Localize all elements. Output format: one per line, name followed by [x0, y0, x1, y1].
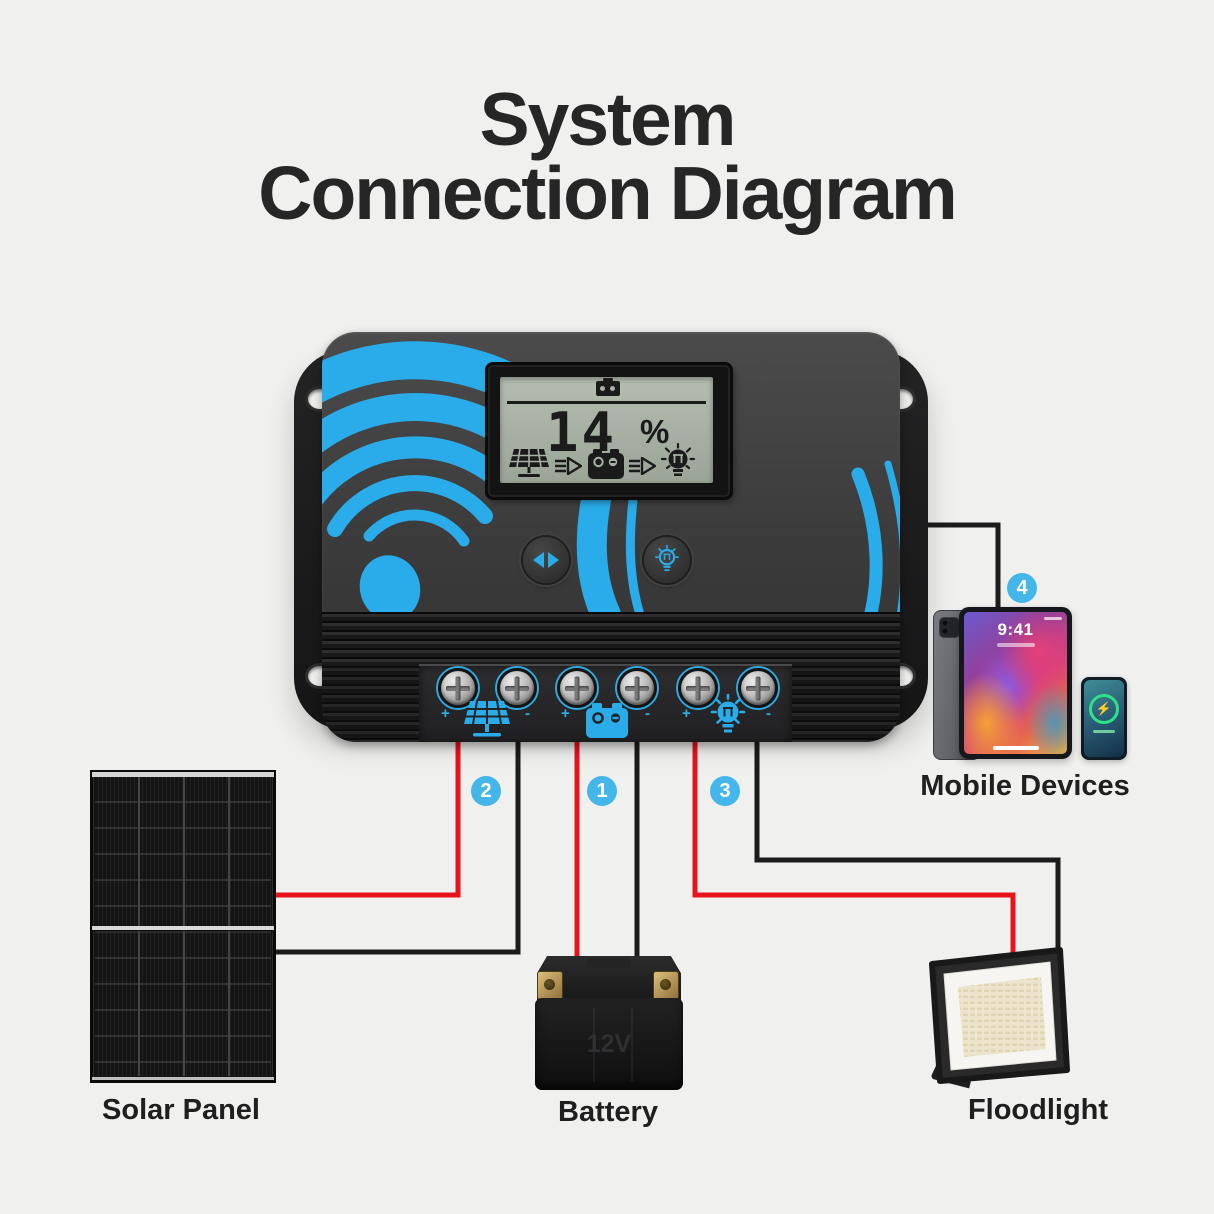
- polarity-sign: -: [766, 705, 771, 722]
- terminal-strip: + - + - + -: [419, 664, 792, 742]
- battery-level-icon: [596, 378, 620, 396]
- battery-terminal-positive: [537, 971, 563, 1000]
- vent-ribs-left: [322, 666, 419, 742]
- battery-seam: [593, 1008, 595, 1082]
- floodlight-device: [929, 947, 1070, 1089]
- wire-solar-negative: [272, 738, 521, 955]
- badge-1-battery: 1: [587, 776, 617, 806]
- screw-icon: [441, 671, 475, 705]
- lcd-display: 14 %: [488, 365, 730, 497]
- tablet-device: 9:41: [959, 607, 1072, 759]
- screw-icon: [560, 671, 594, 705]
- badge-3-load: 3: [710, 776, 740, 806]
- page-title: System Connection Diagram: [0, 77, 1214, 235]
- polarity-sign: +: [441, 705, 450, 722]
- badge-4-mobile: 4: [1007, 573, 1037, 603]
- polarity-sign: -: [525, 705, 530, 722]
- solar-panel-device: [90, 770, 276, 1083]
- light-bulb-icon: [655, 545, 679, 572]
- status-icons: [1044, 617, 1062, 620]
- battery-terminal-negative: [653, 971, 679, 1000]
- percent-sign: %: [640, 413, 670, 450]
- terminal-load-negative: [736, 666, 780, 710]
- screw-icon: [681, 671, 715, 705]
- battery-body: 12V: [535, 998, 683, 1090]
- phone-screen: ⚡: [1084, 680, 1124, 757]
- screw-icon: [741, 671, 775, 705]
- light-bulb-icon: [660, 443, 696, 476]
- swirl-artwork-icon: [322, 341, 900, 648]
- terminal-solar-positive: [436, 666, 480, 710]
- wire-load-positive: [692, 738, 1016, 965]
- phone-device: ⚡: [1081, 677, 1127, 760]
- terminal-battery-negative: [615, 666, 659, 710]
- battery-icon: [586, 703, 628, 738]
- screw-icon: [620, 671, 654, 705]
- tablet-screen: 9:41: [964, 612, 1067, 754]
- tablet-date-text: [996, 643, 1035, 647]
- charging-text: [1093, 730, 1115, 733]
- controller-body: 14 %: [322, 332, 900, 742]
- title-line-1: System: [479, 77, 737, 161]
- charging-ring-icon: ⚡: [1089, 694, 1119, 724]
- wire-load-negative: [754, 738, 1061, 970]
- panel-top-frame: [92, 772, 274, 777]
- screw-icon: [500, 671, 534, 705]
- floodlight-led-panel: [958, 977, 1046, 1057]
- flow-arrow-icon: [555, 457, 582, 475]
- vent-ribs-right: [792, 666, 900, 742]
- solar-panel-icon: [464, 700, 510, 737]
- label-battery: Battery: [558, 1096, 658, 1128]
- label-mobile-devices: Mobile Devices: [920, 770, 1130, 802]
- light-mode-button: [644, 537, 690, 583]
- lcd-screen: 14 %: [500, 377, 713, 483]
- tablet-clock: 9:41: [997, 620, 1034, 639]
- battery-voltage-marking: 12V: [586, 1030, 632, 1058]
- label-solar-panel: Solar Panel: [102, 1094, 260, 1126]
- battery-seam: [631, 1008, 633, 1082]
- terminal-battery-positive: [555, 666, 599, 710]
- flow-arrow-icon: [629, 457, 656, 475]
- home-indicator: [992, 746, 1039, 750]
- battery-device: 12V: [535, 956, 683, 1090]
- wire-solar-positive: [272, 738, 461, 898]
- select-arrows-button: [523, 537, 569, 583]
- title-line-2: Connection Diagram: [258, 151, 957, 235]
- polarity-sign: +: [682, 705, 691, 722]
- polarity-sign: -: [645, 705, 650, 722]
- panel-mid-rail: [92, 926, 274, 930]
- battery-handle: [587, 958, 631, 968]
- terminal-solar-negative: [495, 666, 539, 710]
- vent-ribs: [322, 612, 900, 668]
- label-floodlight: Floodlight: [967, 1094, 1109, 1126]
- badge-2-solar: 2: [471, 776, 501, 806]
- terminal-load-positive: [676, 666, 720, 710]
- tablet-camera-icon: [939, 617, 960, 638]
- left-right-arrows-icon: [533, 552, 559, 568]
- solar-panel-icon: [509, 448, 549, 477]
- panel-bottom-frame: [92, 1077, 274, 1080]
- lcd-divider: [507, 401, 706, 404]
- battery-icon: [588, 449, 624, 479]
- light-bulb-icon: [710, 694, 746, 733]
- polarity-sign: +: [561, 705, 570, 722]
